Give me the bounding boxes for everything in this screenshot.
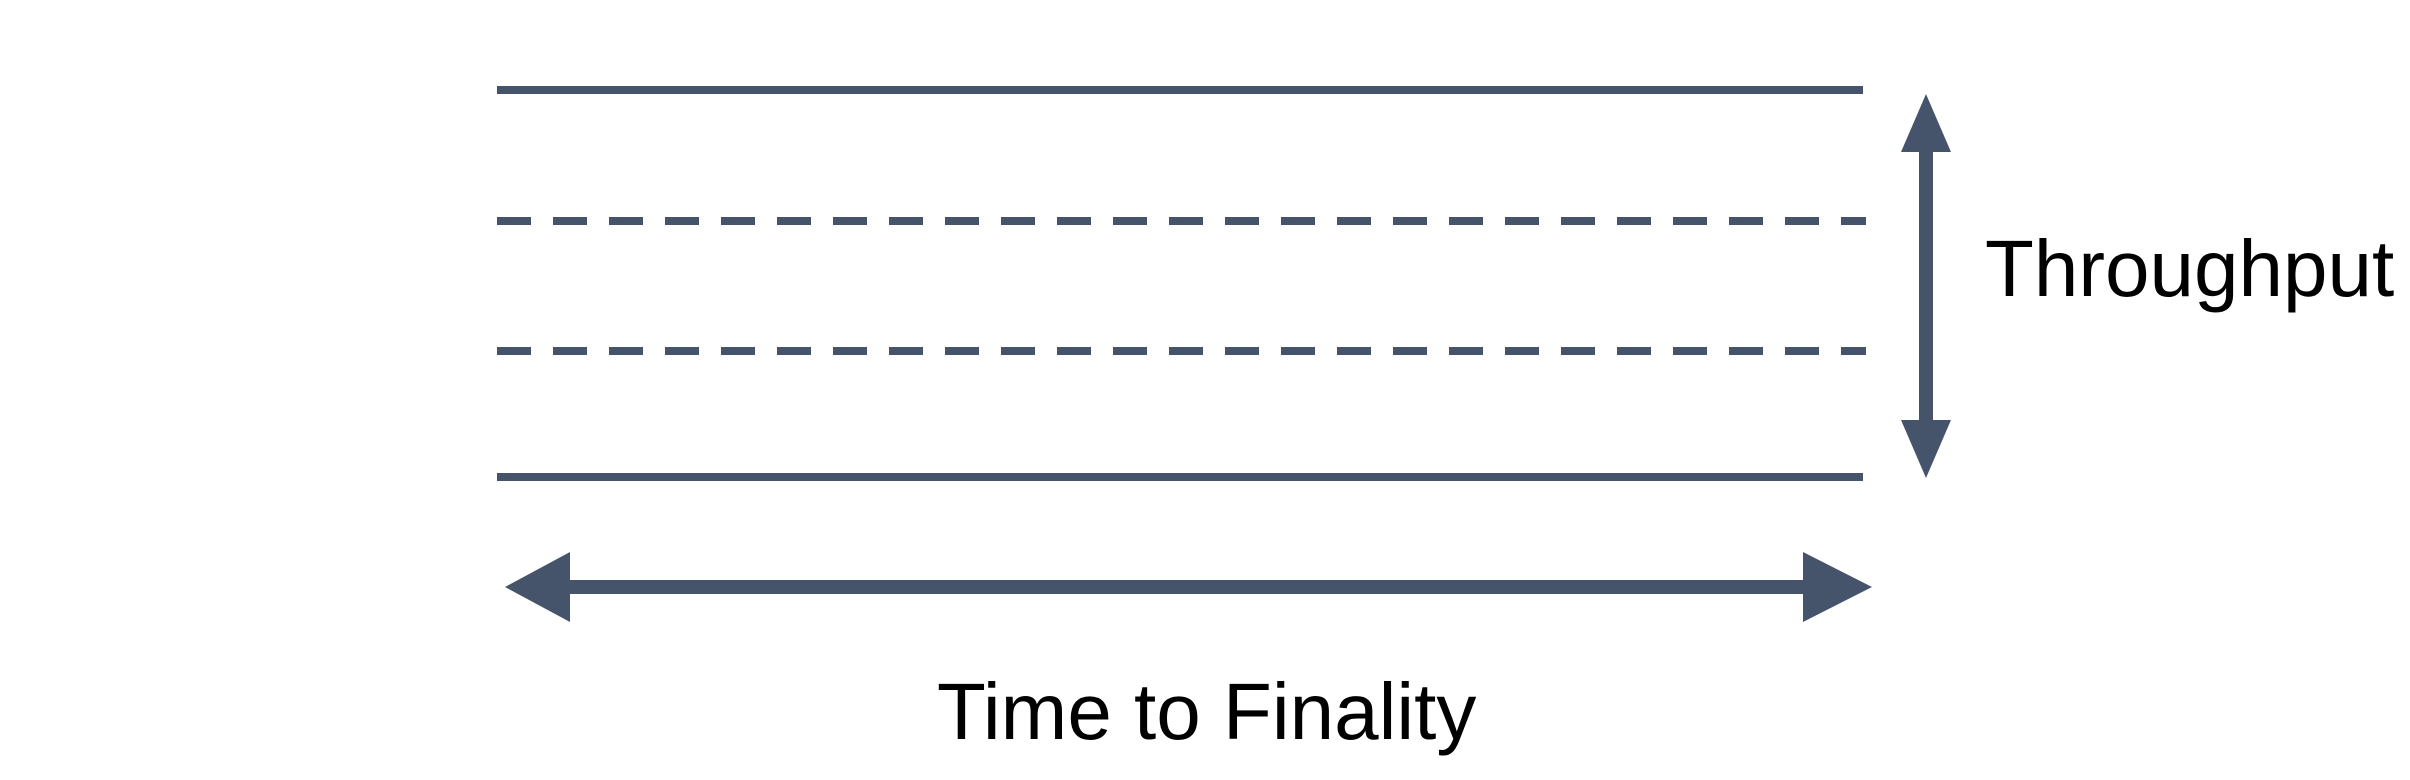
throughput-arrow bbox=[1901, 94, 1951, 478]
time-to-finality-arrow-head-right bbox=[1803, 552, 1872, 622]
time-to-finality-arrow-head-left bbox=[505, 552, 570, 622]
throughput-arrow-head-down bbox=[1901, 420, 1951, 478]
throughput-arrow-head-up bbox=[1901, 94, 1951, 152]
lane-lines-group bbox=[497, 86, 1866, 481]
throughput-arrow-shaft bbox=[1919, 150, 1933, 422]
time-to-finality-axis-label: Time to Finality bbox=[937, 667, 1477, 756]
time-to-finality-arrow-shaft bbox=[567, 580, 1805, 594]
time-to-finality-arrow bbox=[505, 552, 1872, 622]
throughput-axis-label: Throughput bbox=[1985, 224, 2395, 313]
